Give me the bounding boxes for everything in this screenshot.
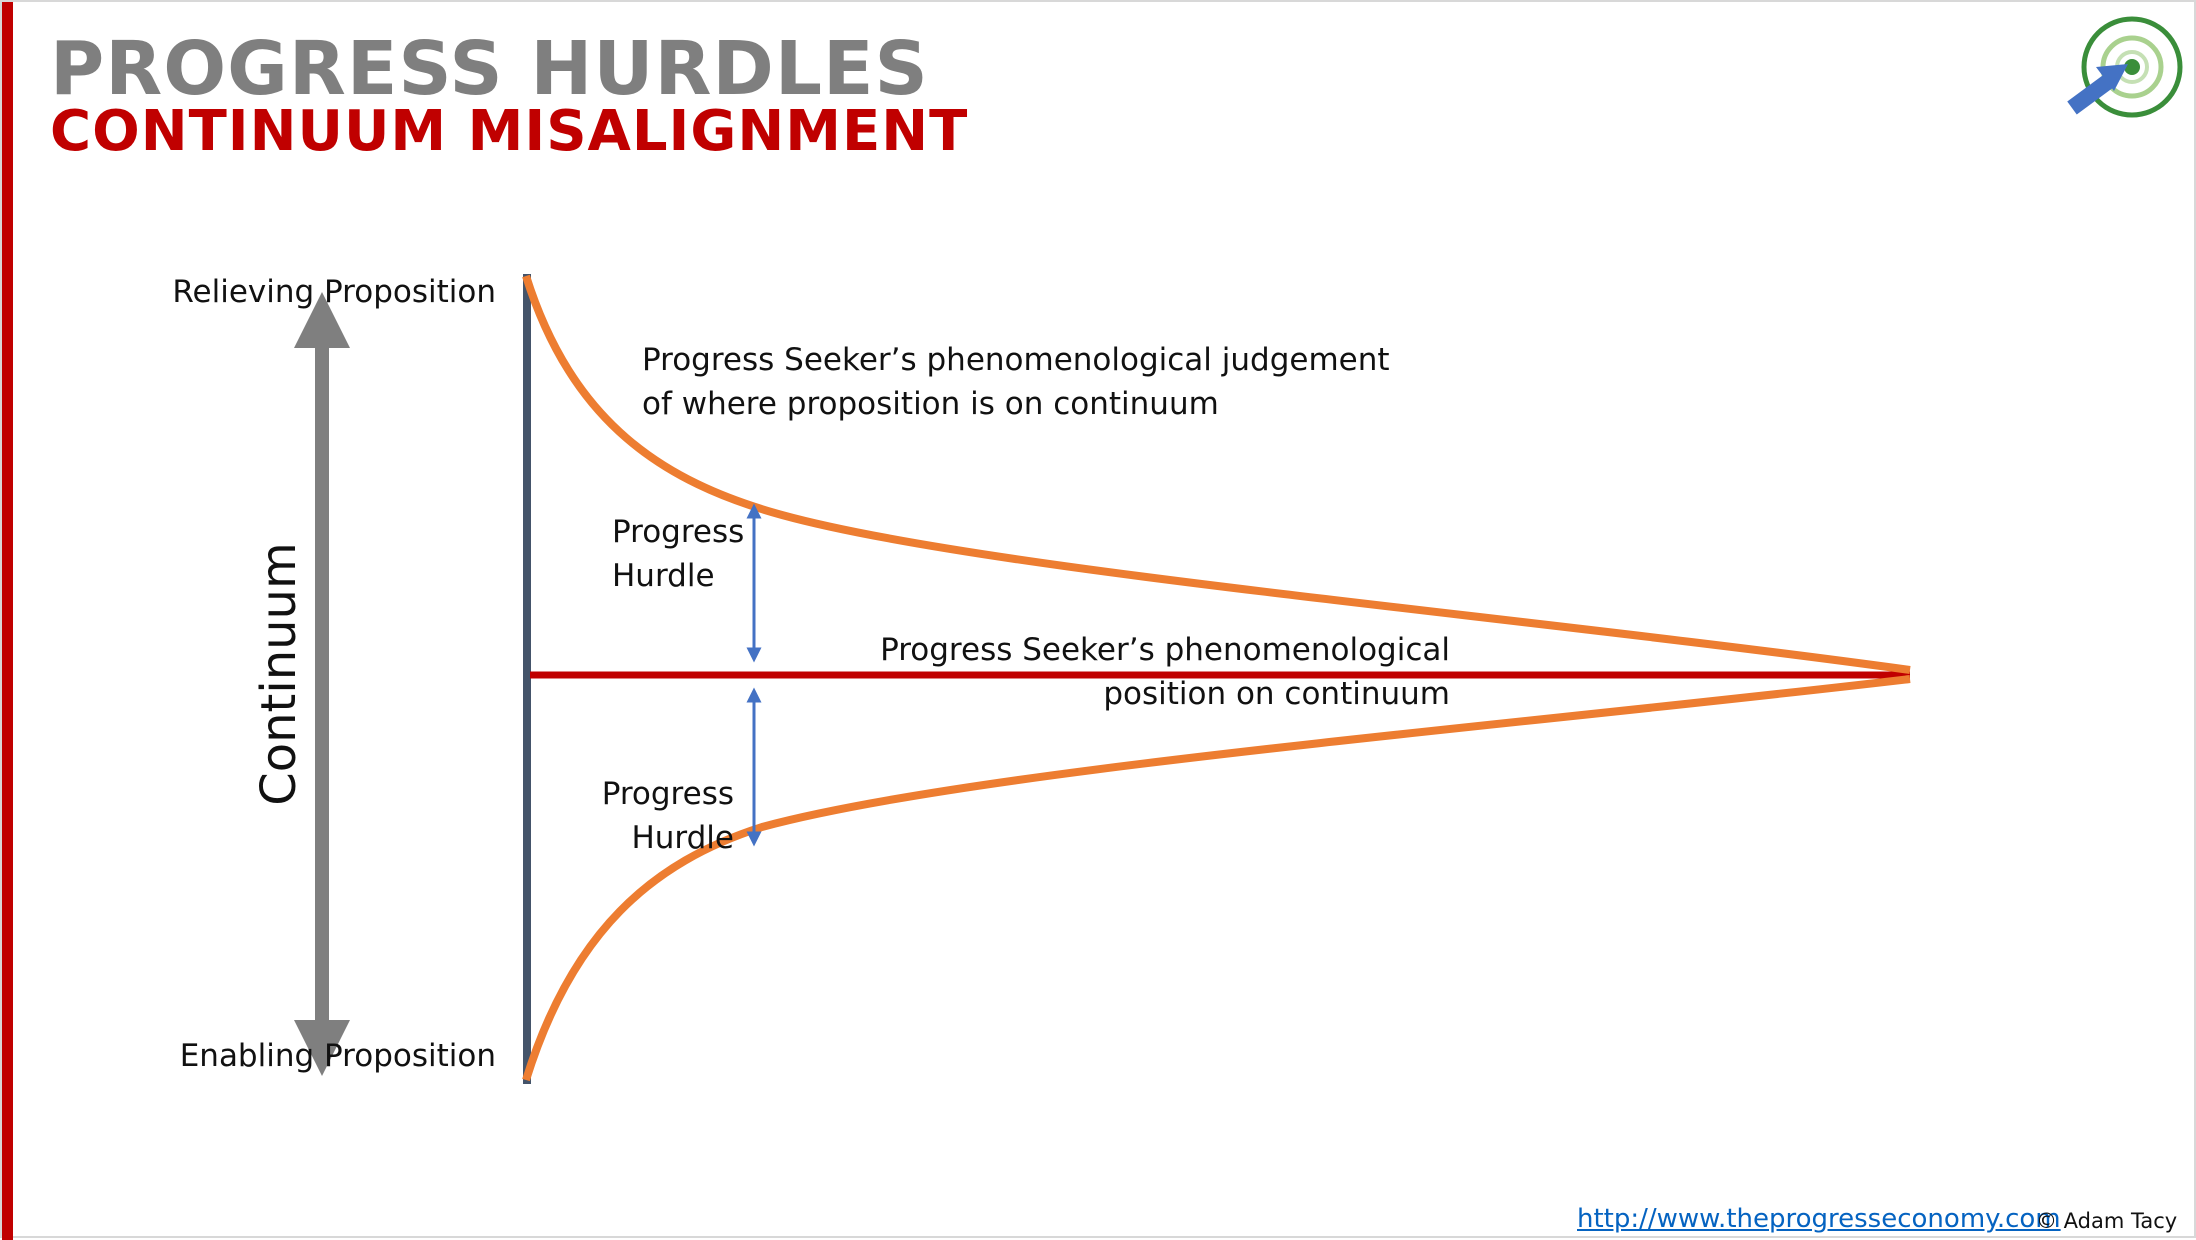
- page-subtitle: CONTINUUM MISALIGNMENT: [50, 99, 969, 164]
- target-with-arrow-icon: [2067, 16, 2183, 118]
- logo-outer-ring: [2081, 16, 2183, 118]
- page-title: PROGRESS HURDLES: [50, 26, 929, 112]
- upper-hurdle-label: Progress Hurdle: [612, 514, 745, 594]
- lower-hurdle-label: Progress Hurdle: [601, 776, 734, 856]
- judgement-label: Progress Seeker’s phenomenological judge…: [642, 342, 1390, 422]
- position-label: Progress Seeker’s phenomenological posit…: [880, 632, 1450, 712]
- upper-judgement-curve: [522, 274, 1911, 674]
- website-link[interactable]: http://www.theprogresseconomy.com: [1577, 1204, 2061, 1234]
- logo-bullseye: [2124, 59, 2140, 75]
- enabling-proposition-label: Enabling Proposition: [179, 1038, 496, 1074]
- copyright-text: © Adam Tacy: [2036, 1209, 2178, 1233]
- continuum-label: Continuum: [251, 542, 307, 806]
- lower-judgement-curve: [522, 675, 1911, 1082]
- logo-arrow: [2067, 64, 2128, 115]
- relieving-proposition-label: Relieving Proposition: [172, 274, 496, 310]
- accent-bar: [2, 2, 13, 1240]
